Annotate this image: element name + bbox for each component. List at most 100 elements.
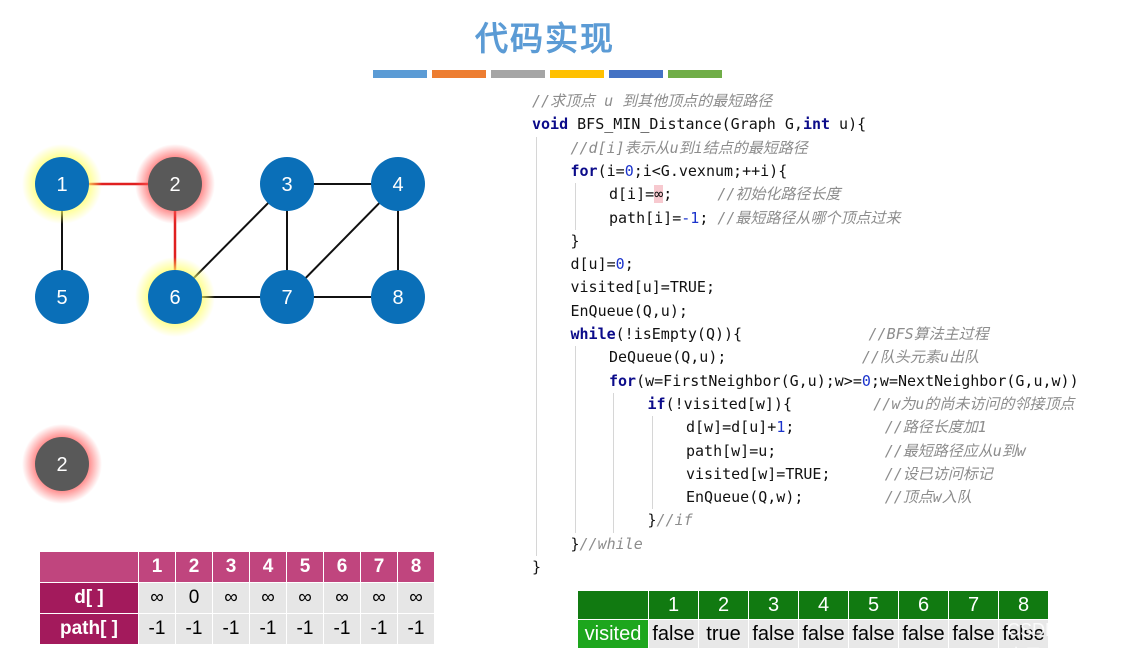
code-token: //求顶点: [532, 92, 605, 110]
node-5-circle: [35, 270, 89, 324]
code-line-11: while(!isEmpty(Q)){ //BFS算法主过程: [571, 323, 989, 346]
code-token: u: [604, 92, 614, 110]
indent-guide-5: [651, 416, 653, 510]
code-token: u){: [830, 115, 867, 134]
code-token: DeQueue(Q,u);: [609, 348, 862, 367]
distance-table-col-4: 4: [249, 551, 287, 583]
code-token: //while: [579, 534, 643, 553]
code-line-21: }: [532, 556, 541, 579]
distance-table-cell: 0: [175, 582, 213, 614]
code-line-17: visited[w]=TRUE; //设已访问标记: [686, 463, 993, 486]
distance-table-col-6: 6: [323, 551, 361, 583]
code-token: 0: [624, 161, 634, 180]
queue-item-1: 2: [22, 424, 102, 504]
visited-table-col-3: 3: [748, 590, 799, 620]
code-token: (!visited[w]){: [665, 394, 874, 413]
code-line-7: }: [571, 230, 580, 253]
code-token: ∞: [654, 185, 664, 204]
code-line-4: for(i=0;i<G.vexnum;++i){: [571, 160, 788, 183]
node-6-label: 6: [169, 287, 180, 309]
distance-table-row-label: d[ ]: [39, 582, 139, 614]
visited-table-col-8: 8: [998, 590, 1049, 620]
code-line-12: DeQueue(Q,u); //队头元素u出队: [609, 346, 979, 369]
code-token: visited[u]=TRUE;: [570, 278, 716, 297]
visited-table-row-label: visited: [577, 619, 649, 649]
code-token: while: [570, 325, 616, 343]
visited-table-cell: false: [798, 619, 849, 649]
distance-table-col-3: 3: [212, 551, 250, 583]
code-token: d[u]=: [570, 255, 616, 274]
color-bar-5: [609, 70, 663, 78]
node-7-circle: [260, 270, 314, 324]
code-token: ;: [663, 185, 718, 204]
code-token: EnQueue(Q,u);: [570, 301, 688, 320]
distance-table-cell: -1: [323, 613, 361, 645]
visited-table-corner: [577, 590, 649, 620]
distance-table-cell: ∞: [249, 582, 287, 614]
code-line-14: if(!visited[w]){ //w为u的尚未访问的邻接顶点: [648, 393, 1075, 416]
code-line-18: EnQueue(Q,w); //顶点w入队: [686, 486, 972, 509]
code-line-13: for(w=FirstNeighbor(G,u);w>=0;w=NextNeig…: [609, 370, 1079, 393]
watermark: CSDN @前端小马: [1007, 620, 1118, 666]
visited-table-col-1: 1: [648, 590, 699, 620]
code-token: path[i]=: [609, 208, 682, 227]
code-token: //初始化路径长度: [717, 185, 841, 204]
visited-table-cell: true: [698, 619, 749, 649]
node-4-label: 4: [392, 174, 403, 196]
visited-table-cell: false: [948, 619, 999, 649]
distance-table-cell: ∞: [397, 582, 435, 614]
code-token: //路径长度加1: [884, 418, 987, 437]
code-token: (w=FirstNeighbor(G,u);w>=: [636, 371, 862, 390]
visited-table-col-5: 5: [848, 590, 899, 620]
code-token: ;: [624, 255, 634, 274]
distance-table-cell: -1: [175, 613, 213, 645]
indent-guide-4: [613, 392, 614, 533]
code-token: (i=: [597, 161, 625, 180]
distance-table-cell: -1: [212, 613, 250, 645]
color-bar-4: [550, 70, 604, 78]
visited-table-cell: false: [898, 619, 949, 649]
code-token: 0: [861, 371, 871, 390]
code-line-16: path[w]=u; //最短路径应从u到w: [686, 440, 1026, 463]
distance-table-row: path[ ]-1-1-1-1-1-1-1-1: [39, 613, 435, 645]
node-5: 5: [35, 270, 89, 324]
distance-table-col-1: 1: [138, 551, 176, 583]
code-token: for: [609, 371, 637, 390]
color-bar-1: [373, 70, 427, 78]
code-line-10: EnQueue(Q,u);: [571, 300, 688, 323]
node-4-circle: [371, 157, 425, 211]
node-2-circle: [148, 157, 202, 211]
distance-table-corner: [39, 551, 139, 583]
node-6-circle: [148, 270, 202, 324]
indent-guide-2: [574, 183, 576, 230]
code-line-5: d[i]=∞; //初始化路径长度: [609, 183, 840, 206]
visited-table-cell: false: [998, 619, 1049, 649]
code-token: if: [647, 394, 666, 413]
visited-table-col-2: 2: [698, 590, 749, 620]
distance-table-row: d[ ]∞0∞∞∞∞∞∞: [39, 582, 435, 614]
node-7-label: 7: [281, 287, 292, 309]
code-token: path[w]=u;: [686, 441, 885, 460]
visited-table-cell: false: [748, 619, 799, 649]
code-token: //最短路径应从u到w: [884, 441, 1026, 460]
code-token: //if: [656, 511, 693, 530]
queue-item-1-circle: [35, 437, 89, 491]
code-token: }: [532, 558, 542, 576]
indent-guide-1: [536, 136, 537, 556]
visited-table-col-7: 7: [948, 590, 999, 620]
color-bar-6: [668, 70, 722, 78]
node-4: 4: [371, 157, 425, 211]
node-1-circle: [35, 157, 89, 211]
code-line-1: //求顶点 u 到其他顶点的最短路径: [532, 90, 772, 113]
code-line-2: void BFS_MIN_Distance(Graph G,int u){: [532, 113, 866, 136]
code-line-20: }//while: [571, 533, 643, 556]
code-token: EnQueue(Q,w);: [686, 488, 885, 507]
code-token: d[i]=: [609, 185, 655, 204]
visited-table-col-4: 4: [798, 590, 849, 620]
visited-table-cell: false: [848, 619, 899, 649]
